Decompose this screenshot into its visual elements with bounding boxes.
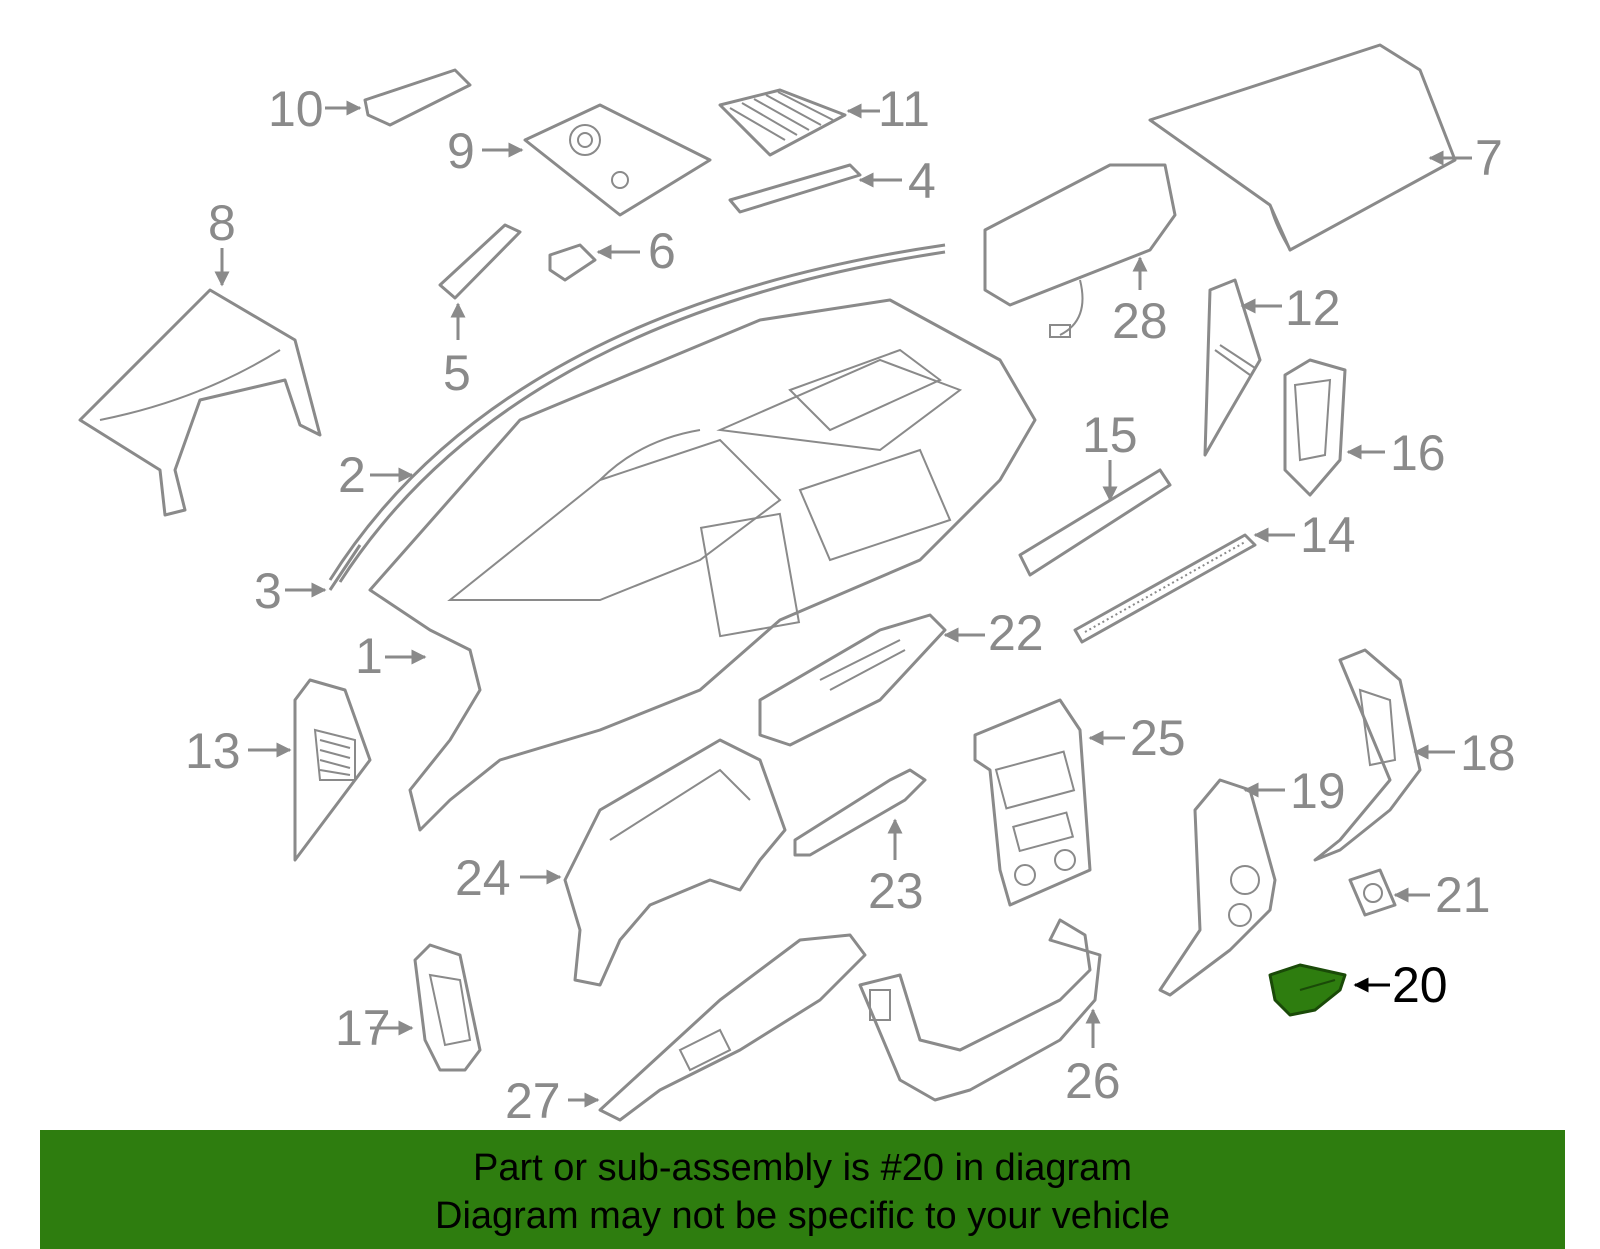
- callout-5: 5: [443, 302, 471, 401]
- callout-15: 15: [1082, 407, 1138, 502]
- part-21[interactable]: [1348, 868, 1397, 917]
- svg-text:28: 28: [1112, 293, 1168, 349]
- svg-text:9: 9: [447, 123, 475, 179]
- part-5[interactable]: [438, 223, 522, 300]
- callout-21: 21: [1393, 867, 1491, 923]
- svg-text:11: 11: [878, 81, 930, 137]
- svg-text:26: 26: [1065, 1053, 1121, 1109]
- callout-24: 24: [455, 850, 562, 906]
- svg-text:15: 15: [1082, 407, 1138, 463]
- svg-text:12: 12: [1285, 280, 1341, 336]
- part-26[interactable]: [858, 918, 1102, 1102]
- svg-text:3: 3: [254, 563, 282, 619]
- part-19[interactable]: [1158, 778, 1277, 997]
- svg-text:22: 22: [988, 605, 1044, 661]
- svg-text:7: 7: [1475, 130, 1503, 186]
- part-18[interactable]: [1313, 648, 1422, 862]
- callout-4: 4: [858, 153, 936, 209]
- part-10[interactable]: [363, 68, 472, 127]
- banner-line-1: Part or sub-assembly is #20 in diagram: [473, 1147, 1132, 1189]
- part-14[interactable]: [1073, 533, 1257, 644]
- part-6[interactable]: [548, 243, 597, 282]
- svg-text:10: 10: [268, 81, 324, 137]
- callout-20: 20: [1353, 957, 1448, 1013]
- part-24[interactable]: [563, 738, 787, 987]
- part-7[interactable]: [1148, 43, 1457, 252]
- svg-text:24: 24: [455, 850, 511, 906]
- part-23[interactable]: [793, 768, 927, 857]
- callout-1: 1: [355, 628, 427, 684]
- svg-text:14: 14: [1300, 507, 1356, 563]
- callout-25: 25: [1088, 710, 1186, 766]
- part-20-highlighted[interactable]: [1268, 963, 1347, 1017]
- part-25[interactable]: [973, 698, 1092, 907]
- part-17[interactable]: [413, 943, 482, 1072]
- callout-13: 13: [185, 723, 292, 779]
- svg-text:8: 8: [208, 195, 236, 251]
- part-2[interactable]: [328, 243, 946, 583]
- callout-26: 26: [1065, 1008, 1121, 1109]
- part-16[interactable]: [1283, 358, 1347, 497]
- banner-line-2: Diagram may not be specific to your vehi…: [435, 1195, 1170, 1237]
- part-22[interactable]: [758, 613, 947, 747]
- part-13[interactable]: [293, 678, 372, 862]
- part-9[interactable]: [523, 103, 712, 217]
- callout-3: 3: [254, 563, 327, 619]
- callout-16: 16: [1346, 425, 1446, 481]
- callout-27: 27: [505, 1073, 600, 1129]
- callout-2: 2: [338, 447, 414, 503]
- part-8[interactable]: [78, 288, 322, 517]
- callout-23: 23: [868, 818, 924, 919]
- svg-text:18: 18: [1460, 725, 1516, 781]
- svg-text:21: 21: [1435, 867, 1491, 923]
- callout-12: 12: [1240, 280, 1341, 336]
- svg-text:6: 6: [648, 223, 676, 279]
- callout-14: 14: [1253, 507, 1356, 563]
- info-banner: Part or sub-assembly is #20 in diagram D…: [40, 1130, 1565, 1249]
- callout-7: 7: [1428, 130, 1503, 186]
- svg-text:25: 25: [1130, 710, 1186, 766]
- svg-text:2: 2: [338, 447, 366, 503]
- callout-18: 18: [1413, 725, 1516, 781]
- part-11[interactable]: [718, 88, 847, 157]
- part-12[interactable]: [1203, 278, 1262, 457]
- callout-9: 9: [447, 123, 524, 179]
- part-15[interactable]: [1018, 468, 1172, 577]
- svg-text:27: 27: [505, 1073, 561, 1129]
- callout-28: 28: [1112, 256, 1168, 349]
- svg-text:19: 19: [1290, 763, 1346, 819]
- svg-text:1: 1: [355, 628, 383, 684]
- part-27[interactable]: [598, 933, 867, 1122]
- callout-22: 22: [943, 605, 1044, 661]
- part-1[interactable]: [368, 298, 1037, 832]
- callout-11: 11: [846, 81, 930, 137]
- part-3[interactable]: [328, 544, 362, 591]
- part-28[interactable]: [983, 163, 1177, 338]
- svg-text:13: 13: [185, 723, 241, 779]
- svg-text:5: 5: [443, 345, 471, 401]
- callout-17: 17: [335, 1000, 414, 1056]
- svg-text:23: 23: [868, 863, 924, 919]
- callout-19: 19: [1243, 763, 1346, 819]
- svg-text:16: 16: [1390, 425, 1446, 481]
- callout-6: 6: [596, 223, 676, 279]
- svg-text:4: 4: [908, 153, 936, 209]
- callout-8: 8: [208, 195, 236, 287]
- svg-text:20: 20: [1392, 957, 1448, 1013]
- callout-10: 10: [268, 81, 362, 137]
- part-4[interactable]: [728, 163, 862, 214]
